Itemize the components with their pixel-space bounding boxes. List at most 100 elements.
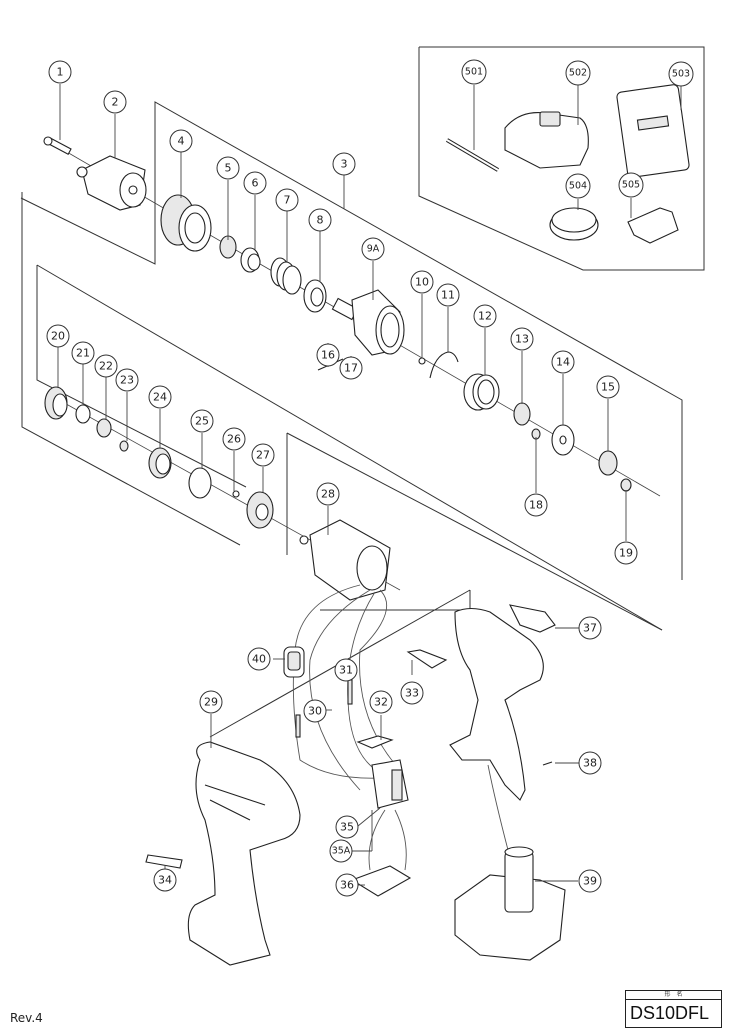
svg-text:29: 29 xyxy=(204,696,218,709)
callout-10: 10 xyxy=(410,270,434,294)
part-32-pushing-button xyxy=(356,735,394,749)
accessory-box-frame xyxy=(418,46,705,271)
svg-text:3: 3 xyxy=(341,158,348,171)
part-25-plate xyxy=(188,467,212,499)
callout-38: 38 xyxy=(578,751,602,775)
housing-right xyxy=(449,607,544,801)
svg-text:2: 2 xyxy=(112,96,119,109)
part-37-name-plate xyxy=(509,604,556,633)
callout-25: 25 xyxy=(190,409,214,433)
part-2-drill-chuck xyxy=(76,155,147,211)
callout-504: 504 xyxy=(565,173,591,199)
svg-text:28: 28 xyxy=(321,488,335,501)
callout-18: 18 xyxy=(524,493,548,517)
callout-7: 7 xyxy=(275,188,299,212)
model-header: 形 名 xyxy=(626,991,721,1000)
part-505-hook xyxy=(627,207,679,244)
part-1-screw xyxy=(43,136,72,156)
svg-text:7: 7 xyxy=(284,194,291,207)
part-35-switch xyxy=(371,759,409,809)
battery-leader xyxy=(487,764,509,851)
part-22-carrier xyxy=(96,418,112,438)
part-504-cap xyxy=(549,207,599,241)
svg-text:1: 1 xyxy=(57,66,64,79)
svg-text:34: 34 xyxy=(158,874,172,887)
gear-case-frame-outline xyxy=(154,101,683,580)
part-24-ring-gear xyxy=(148,447,172,479)
svg-text:14: 14 xyxy=(556,356,570,369)
model-title-block: 形 名 DS10DFL xyxy=(625,990,722,1028)
svg-text:501: 501 xyxy=(465,67,483,78)
part-36-terminal xyxy=(350,865,412,897)
callout-37: 37 xyxy=(578,616,602,640)
svg-text:13: 13 xyxy=(515,333,529,346)
svg-text:31: 31 xyxy=(339,664,353,677)
callout-4: 4 xyxy=(169,129,193,153)
revision-label: Rev.4 xyxy=(10,1011,43,1025)
part-10-steel-ball xyxy=(418,357,426,365)
callout-5: 5 xyxy=(216,156,240,180)
callout-35: 35 xyxy=(335,815,359,839)
callout-501: 501 xyxy=(461,59,487,85)
svg-text:25: 25 xyxy=(195,415,209,428)
part-6-spring-holder xyxy=(240,247,261,273)
part-33-switch-lever xyxy=(406,649,448,669)
leader-lines xyxy=(57,84,682,886)
part-40-noise-suppressor xyxy=(283,646,305,678)
callout-13: 13 xyxy=(510,327,534,351)
svg-text:36: 36 xyxy=(340,879,354,892)
part-502-charger xyxy=(504,111,589,169)
planetary-inner-frame-2 xyxy=(36,265,247,488)
svg-text:9A: 9A xyxy=(367,244,380,255)
part-14-washer xyxy=(551,424,575,456)
callout-20: 20 xyxy=(46,324,70,348)
callout-6: 6 xyxy=(243,171,267,195)
part-39-battery xyxy=(454,846,566,961)
svg-text:502: 502 xyxy=(569,68,587,79)
part-13-carrier xyxy=(513,402,531,426)
svg-text:12: 12 xyxy=(478,310,492,323)
part-501-driver-bit xyxy=(445,138,500,172)
callout-1: 1 xyxy=(48,60,72,84)
part-26-screw xyxy=(232,490,240,498)
part-38-tapping-screw xyxy=(542,761,553,766)
callout-31: 31 xyxy=(334,658,358,682)
callout-22: 22 xyxy=(94,354,118,378)
part-30-tube xyxy=(295,714,301,738)
svg-text:24: 24 xyxy=(153,391,167,404)
callout-15: 15 xyxy=(596,375,620,399)
callout-36: 36 xyxy=(335,873,359,897)
svg-text:33: 33 xyxy=(405,687,419,700)
svg-text:6: 6 xyxy=(252,177,259,190)
callout-33: 33 xyxy=(400,681,424,705)
wire-lead-3 xyxy=(347,591,386,776)
part-4-clutch-ring xyxy=(160,194,212,252)
svg-text:32: 32 xyxy=(374,696,388,709)
svg-text:20: 20 xyxy=(51,330,65,343)
model-name: DS10DFL xyxy=(630,1003,710,1023)
svg-text:17: 17 xyxy=(344,362,358,375)
part-19-planet-gear xyxy=(620,478,632,492)
switch-wires xyxy=(368,809,407,871)
callout-3: 3 xyxy=(332,152,356,176)
svg-text:37: 37 xyxy=(583,622,597,635)
callout-503: 503 xyxy=(668,61,694,87)
callout-24: 24 xyxy=(148,385,172,409)
svg-text:18: 18 xyxy=(529,499,543,512)
callout-16: 16 xyxy=(316,343,340,367)
callout-502: 502 xyxy=(565,60,591,86)
callout-26: 26 xyxy=(222,427,246,451)
part-29-housing-left xyxy=(187,741,301,966)
callout-23: 23 xyxy=(115,368,139,392)
part-503-case xyxy=(616,84,690,178)
part-34-label xyxy=(145,854,183,869)
callout-12: 12 xyxy=(473,304,497,328)
part-31-tube xyxy=(347,679,353,705)
svg-text:5: 5 xyxy=(225,162,232,175)
part-27-motor-bracket xyxy=(246,491,274,529)
part-8-washer xyxy=(303,279,327,313)
part-20-ring-gear xyxy=(44,386,68,420)
part-15-carrier xyxy=(598,450,618,476)
callout-34: 34 xyxy=(153,868,177,892)
svg-text:38: 38 xyxy=(583,757,597,770)
